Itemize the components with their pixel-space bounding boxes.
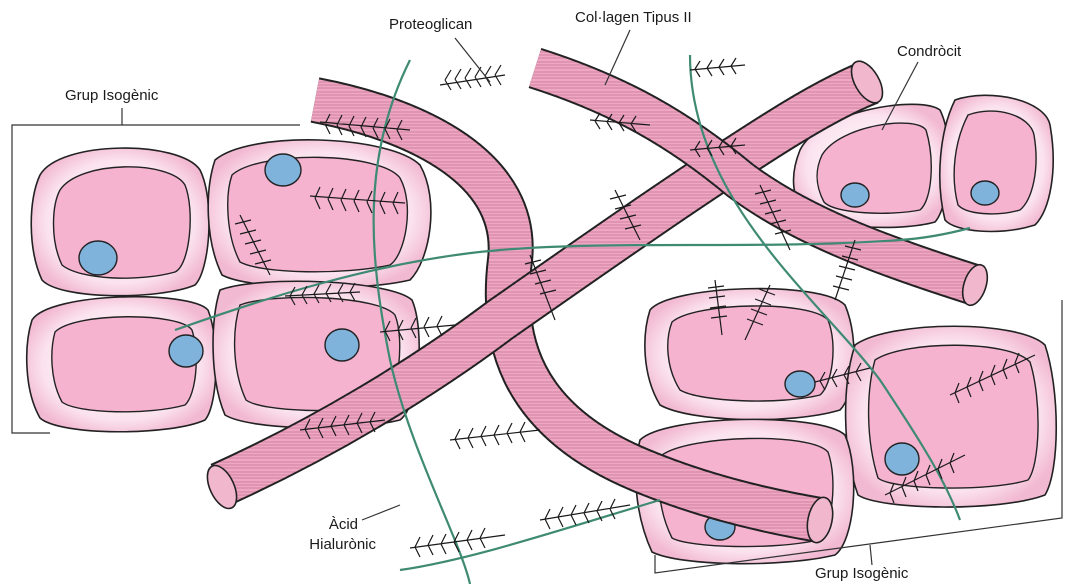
leader-hyaluronic <box>362 505 400 520</box>
proteoglycan <box>690 58 745 77</box>
nucleus <box>79 241 117 275</box>
nucleus <box>265 154 301 186</box>
label-hyaluronic-line2: Hialurònic <box>286 536 376 553</box>
nucleus <box>971 181 999 205</box>
label-isogenic-group-left: Grup Isogènic <box>65 87 158 104</box>
proteoglycan <box>410 528 505 557</box>
hyaluronic-strand <box>400 500 660 570</box>
label-collagen-type-ii: Col·lagen Tipus II <box>575 9 692 26</box>
chondrocyte-cell <box>940 95 1053 231</box>
label-hyaluronic-line1: Àcid <box>318 516 358 533</box>
label-chondrocyte: Condròcit <box>897 43 961 60</box>
proteoglycan <box>440 65 505 90</box>
chondrocyte-cell <box>31 148 209 296</box>
label-isogenic-group-right: Grup Isogènic <box>815 565 908 582</box>
chondrocyte-cell <box>27 297 216 432</box>
leader-collagen <box>605 30 630 85</box>
nucleus <box>885 443 919 475</box>
leader-proteoglycan <box>455 38 490 82</box>
nucleus <box>325 329 359 361</box>
chondrocyte-cell <box>846 326 1057 507</box>
isogenic-group-right <box>636 289 1056 564</box>
label-proteoglycan: Proteoglican <box>389 16 472 33</box>
nucleus <box>785 371 815 397</box>
nucleus <box>169 335 203 367</box>
chondrocyte-cell <box>645 289 854 420</box>
proteoglycan <box>450 422 540 449</box>
nucleus <box>841 183 869 207</box>
